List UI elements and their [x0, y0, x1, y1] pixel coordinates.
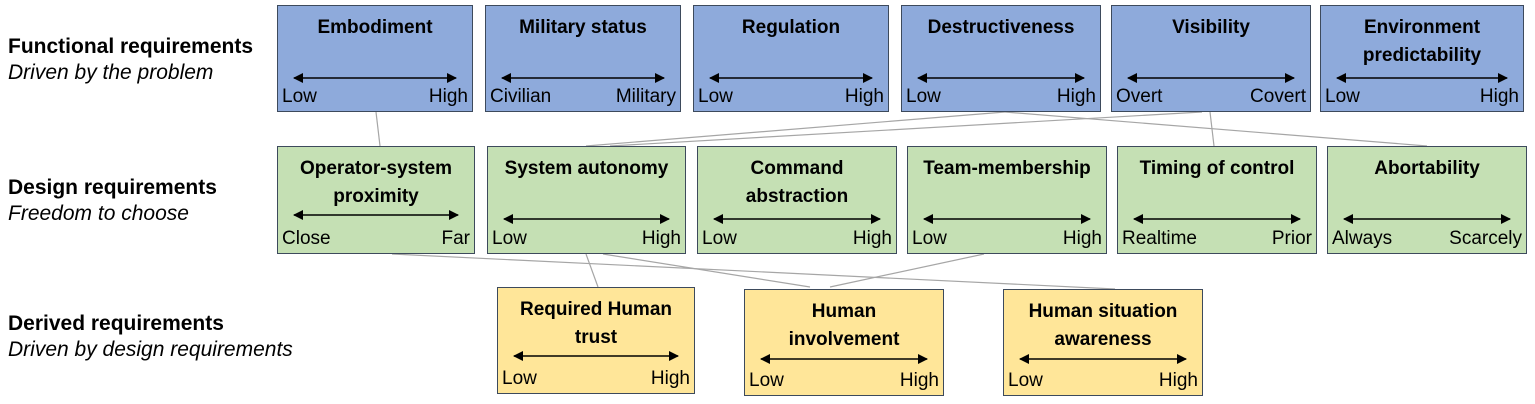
box-title: Operator-system proximity	[299, 158, 453, 207]
connector-proximity-awareness	[391, 253, 1116, 290]
scale-low-label: Realtime	[1122, 228, 1197, 249]
double-arrow-icon	[708, 72, 874, 84]
scale-high-label: High	[641, 228, 681, 249]
scale-low-label: Civilian	[490, 86, 552, 107]
scale-high-label: High	[650, 368, 690, 389]
box-title: Command abstraction	[745, 158, 849, 207]
box-title: Military status	[519, 17, 647, 38]
scale-low-label: Low	[702, 228, 737, 249]
scale-high-label: Prior	[1271, 228, 1312, 249]
box-environment-predictability: Environment predictability Low High	[1320, 5, 1524, 112]
connector-destructiveness-abortability	[1004, 111, 1428, 147]
box-title: Required Human trust	[519, 299, 673, 348]
scale-low-label: Low	[282, 86, 317, 107]
row-subtitle: Freedom to choose	[8, 202, 189, 225]
row-subtitle: Driven by design requirements	[8, 338, 293, 361]
row-title: Derived requirements	[8, 312, 224, 335]
box-destructiveness: Destructiveness Low High	[901, 5, 1101, 112]
connector-autonomy-trust	[585, 253, 599, 288]
scale-high-label: Scarcely	[1449, 228, 1522, 249]
box-embodiment: Embodiment Low High	[277, 5, 473, 112]
box-title: Visibility	[1172, 17, 1250, 38]
scale-high-label: High	[1479, 86, 1519, 107]
double-arrow-icon	[759, 353, 929, 365]
box-operator-system-proximity: Operator-system proximity Close Far	[277, 146, 475, 254]
double-arrow-icon	[712, 213, 882, 225]
double-arrow-icon	[1132, 213, 1302, 225]
scale-low-label: Low	[1325, 86, 1360, 107]
double-arrow-icon	[1018, 353, 1188, 365]
connector-visibility-autonomy	[609, 111, 1203, 147]
scale-low-label: Close	[282, 228, 331, 249]
box-title: Environment predictability	[1362, 17, 1482, 66]
box-team-membership: Team-membership Low High	[907, 146, 1107, 254]
double-arrow-icon	[292, 209, 460, 221]
connector-team-involvement	[829, 253, 985, 288]
box-title: Abortability	[1374, 158, 1480, 179]
scale-high-label: Covert	[1250, 86, 1306, 107]
double-arrow-icon	[1126, 72, 1296, 84]
scale-low-label: Overt	[1116, 86, 1163, 107]
scale-high-label: High	[1056, 86, 1096, 107]
scale-high-label: High	[899, 370, 939, 391]
connector-autonomy-involvement	[602, 253, 811, 288]
scale-high-label: Military	[615, 86, 676, 107]
scale-high-label: High	[844, 86, 884, 107]
box-title: Destructiveness	[927, 17, 1075, 38]
box-abortability: Abortability Always Scarcely	[1327, 146, 1527, 254]
scale-low-label: Low	[1008, 370, 1043, 391]
connector-destructiveness-autonomy	[585, 111, 1006, 147]
box-command-abstraction: Command abstraction Low High	[697, 146, 897, 254]
scale-low-label: Low	[698, 86, 733, 107]
scale-high-label: High	[1062, 228, 1102, 249]
row-label-functional: Functional requirements Driven by the pr…	[8, 34, 253, 86]
box-title: Timing of control	[1139, 158, 1295, 179]
double-arrow-icon	[292, 72, 458, 84]
double-arrow-icon	[1335, 72, 1509, 84]
box-title: Team-membership	[923, 158, 1091, 179]
scale-high-label: High	[428, 86, 468, 107]
box-title: Human involvement	[788, 301, 900, 350]
box-regulation: Regulation Low High	[693, 5, 889, 112]
double-arrow-icon	[500, 72, 666, 84]
box-visibility: Visibility Overt Covert	[1111, 5, 1311, 112]
box-human-involvement: Human involvement Low High	[744, 289, 944, 396]
double-arrow-icon	[512, 350, 680, 362]
scale-high-label: Far	[441, 228, 471, 249]
row-subtitle: Driven by the problem	[8, 61, 214, 84]
box-required-human-trust: Required Human trust Low High	[497, 287, 695, 394]
scale-low-label: Low	[502, 368, 537, 389]
scale-low-label: Low	[906, 86, 941, 107]
double-arrow-icon	[916, 72, 1086, 84]
box-title: Embodiment	[317, 17, 433, 38]
box-human-situation-awareness: Human situation awareness Low High	[1003, 289, 1203, 396]
connector-embodiment-proximity	[375, 111, 381, 147]
box-title: Human situation awareness	[1028, 301, 1178, 350]
row-label-design: Design requirements Freedom to choose	[8, 175, 217, 227]
row-label-derived: Derived requirements Driven by design re…	[8, 311, 293, 363]
double-arrow-icon	[1342, 213, 1512, 225]
scale-low-label: Low	[749, 370, 784, 391]
scale-low-label: Low	[912, 228, 947, 249]
box-system-autonomy: System autonomy Low High	[487, 146, 686, 254]
scale-high-label: High	[1158, 370, 1198, 391]
box-military-status: Military status Civilian Military	[485, 5, 681, 112]
double-arrow-icon	[922, 213, 1092, 225]
box-timing-of-control: Timing of control Realtime Prior	[1117, 146, 1317, 254]
row-title: Design requirements	[8, 176, 217, 199]
box-title: System autonomy	[504, 158, 669, 179]
row-title: Functional requirements	[8, 35, 254, 58]
scale-low-label: Always	[1332, 228, 1393, 249]
double-arrow-icon	[502, 213, 671, 225]
scale-low-label: Low	[492, 228, 527, 249]
box-title: Regulation	[741, 17, 841, 38]
scale-high-label: High	[852, 228, 892, 249]
